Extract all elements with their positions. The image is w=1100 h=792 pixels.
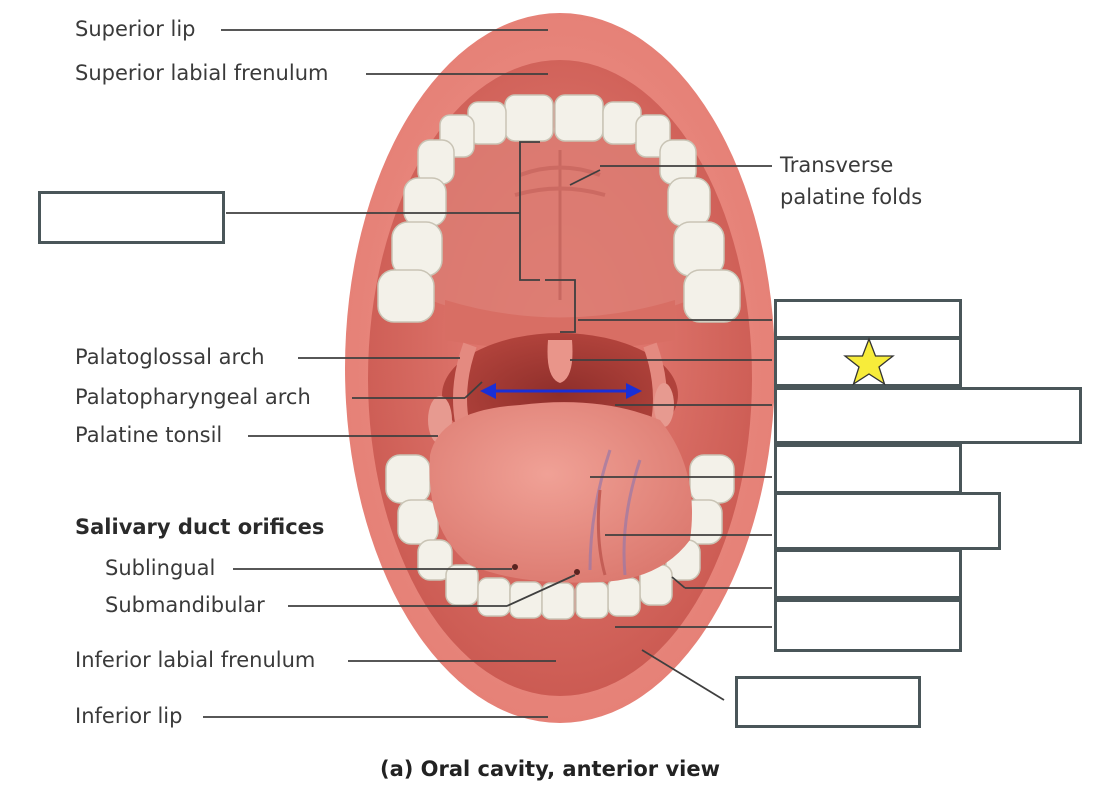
label-palatoglossal-arch: Palatoglossal arch bbox=[75, 345, 265, 369]
label-inferior-labial-frenulum: Inferior labial frenulum bbox=[75, 648, 316, 672]
label-submandibular: Submandibular bbox=[105, 593, 265, 617]
answer-box-uvula[interactable] bbox=[774, 337, 962, 387]
lingual-veins bbox=[588, 449, 642, 576]
lingual-frenulum bbox=[596, 489, 607, 576]
label-salivary-duct-orifices: Salivary duct orifices bbox=[75, 515, 325, 539]
double-headed-arrow-icon bbox=[480, 383, 642, 399]
answer-box-lingual-frenulum[interactable] bbox=[774, 492, 1001, 550]
star-icon bbox=[843, 337, 895, 386]
transverse-folds bbox=[514, 165, 606, 197]
label-sublingual: Sublingual bbox=[105, 556, 216, 580]
label-superior-labial-frenulum: Superior labial frenulum bbox=[75, 61, 329, 85]
sublingual-orifice bbox=[512, 564, 518, 570]
answer-box-tongue[interactable] bbox=[774, 444, 962, 494]
lower-teeth bbox=[385, 454, 735, 620]
answer-box-soft-palate[interactable] bbox=[774, 299, 962, 339]
answer-box-fauces[interactable] bbox=[774, 387, 1082, 444]
figure-caption: (a) Oral cavity, anterior view bbox=[379, 757, 721, 781]
label-palatopharyngeal-arch: Palatopharyngeal arch bbox=[75, 385, 311, 409]
soft-palate bbox=[445, 300, 675, 350]
tongue bbox=[429, 402, 692, 583]
label-inferior-lip: Inferior lip bbox=[75, 704, 183, 728]
answer-box-gingivae[interactable] bbox=[774, 549, 962, 599]
label-palatine-tonsil: Palatine tonsil bbox=[75, 423, 223, 447]
uvula bbox=[547, 340, 573, 383]
answer-box-vestibule[interactable] bbox=[774, 599, 962, 652]
label-superior-lip: Superior lip bbox=[75, 17, 196, 41]
leader-lines bbox=[203, 29, 772, 718]
upper-teeth bbox=[377, 94, 741, 323]
answer-box-hard-palate[interactable] bbox=[38, 191, 225, 244]
label-transverse-palatine-folds-line2: palatine folds bbox=[780, 185, 923, 209]
label-transverse-palatine-folds-line1: Transverse bbox=[780, 153, 894, 177]
answer-box-oral-vestibule[interactable] bbox=[735, 676, 921, 728]
submandibular-orifice bbox=[574, 569, 580, 575]
